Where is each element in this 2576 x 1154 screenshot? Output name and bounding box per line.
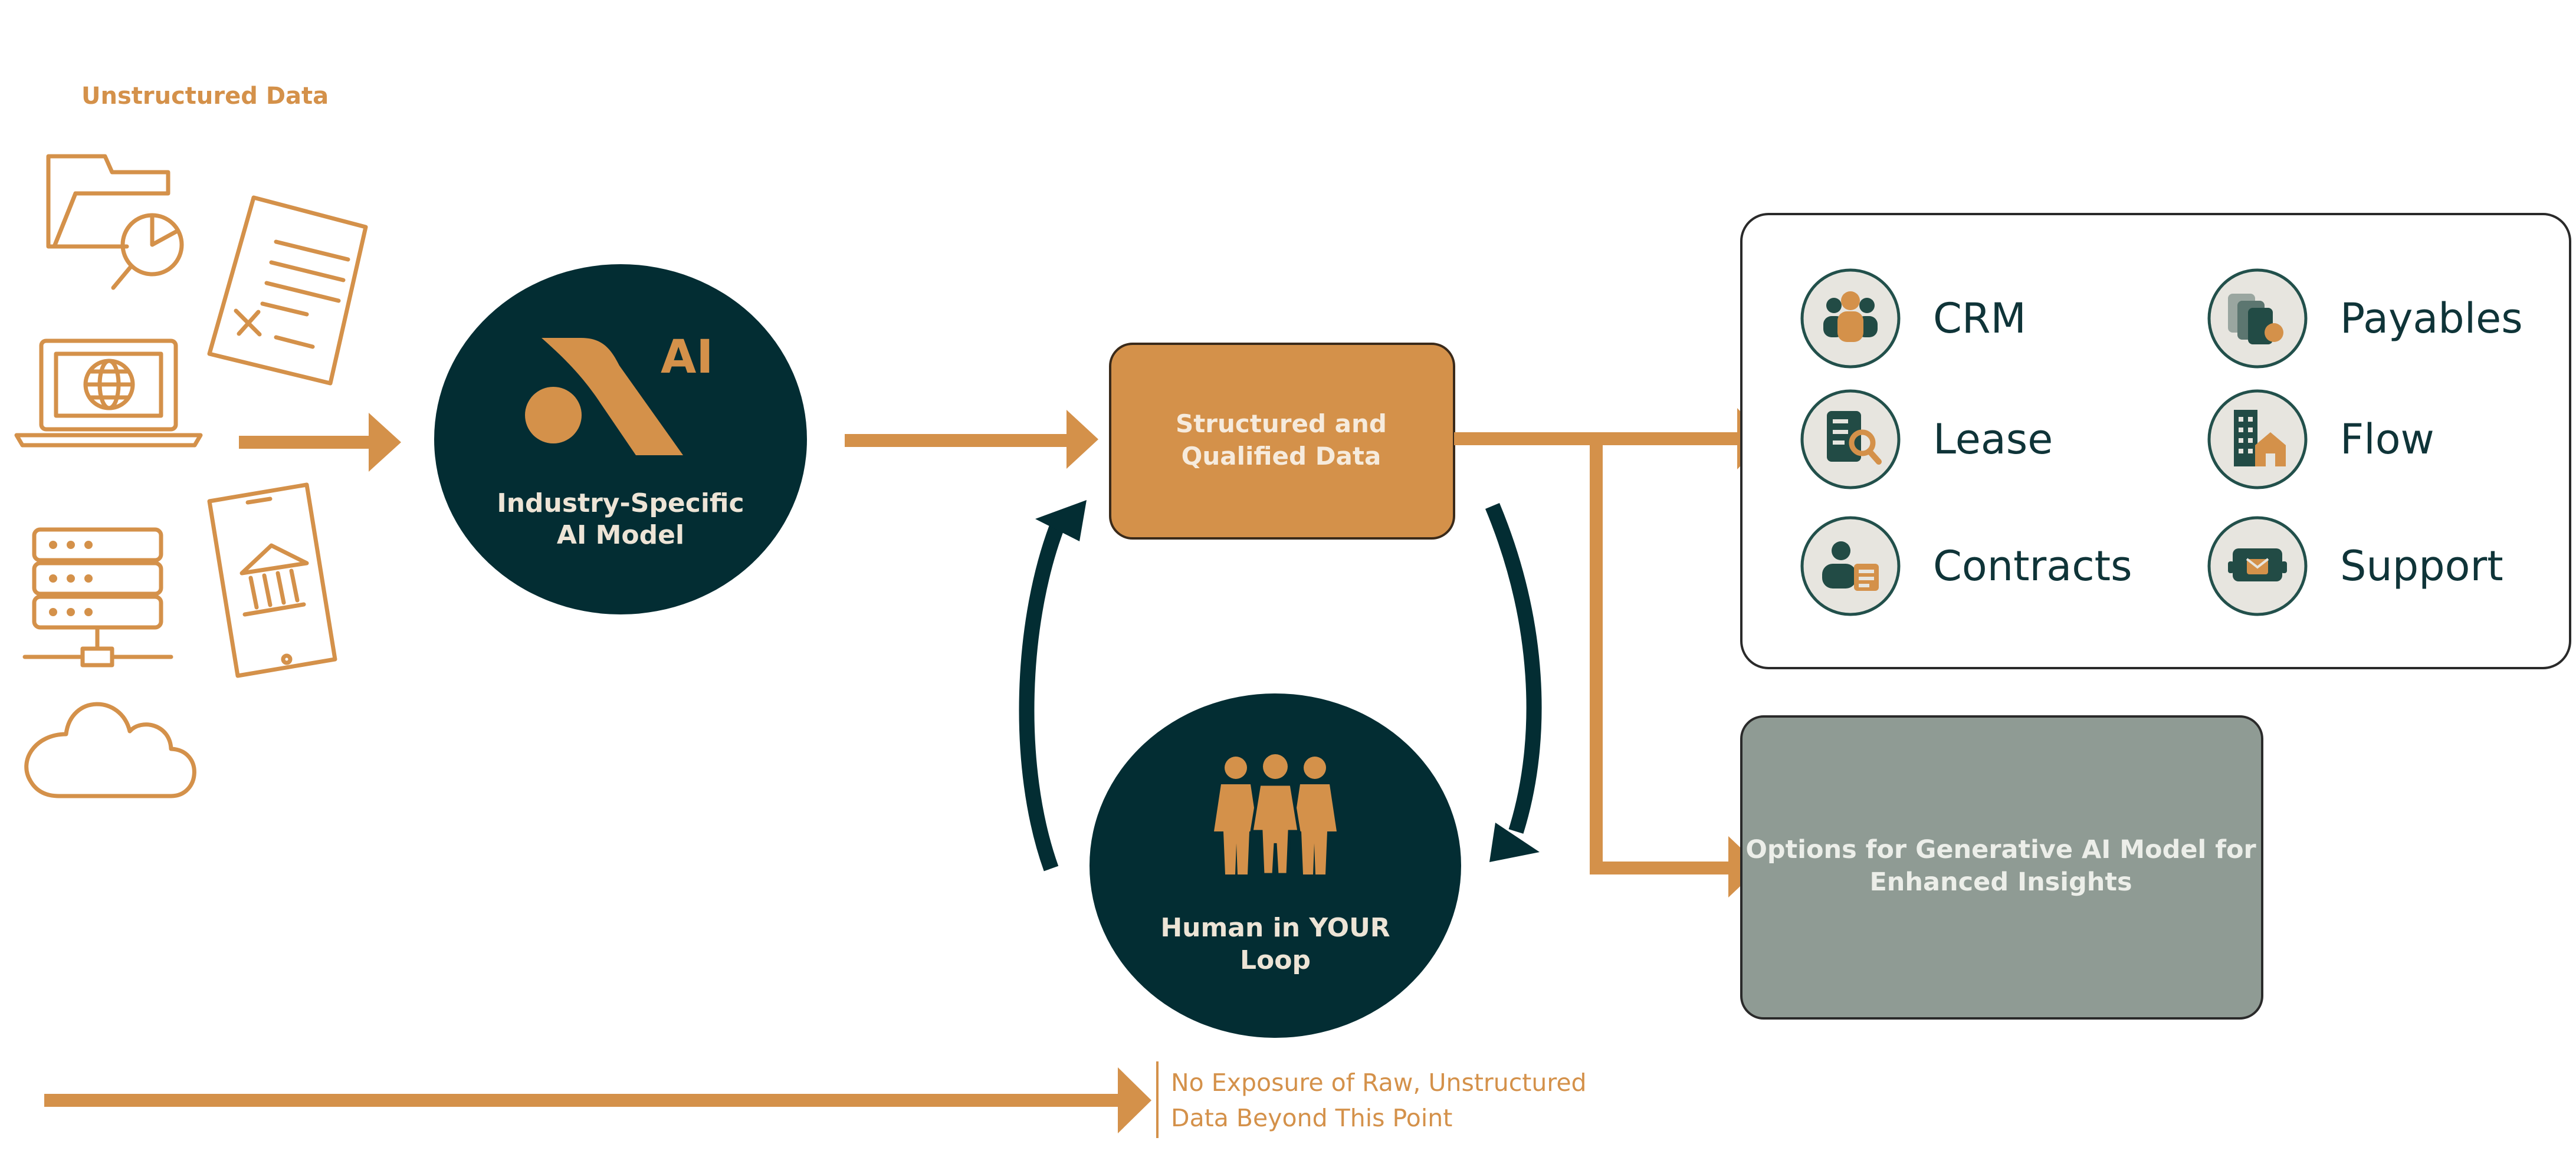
people-icon [1214,754,1337,876]
ai-badge: AI [661,331,713,384]
support-icon [2228,548,2287,581]
human-loop-node: Human in YOUR Loop [1090,693,1461,1038]
folder-search-icon [46,154,184,290]
app-label: Contracts [1933,542,2132,590]
app-item-lease: Lease [1800,389,2053,489]
structured-label-line2: Qualified Data [1182,442,1381,471]
lease-icon [1827,411,1882,465]
payables-icon [2228,294,2283,344]
ai-model-node: AI Industry-Specific AI Model [434,264,807,614]
boundary-note-line1: No Exposure of Raw, Unstructured [1171,1068,1587,1097]
generative-ai-node: Options for Generative AI Model for Enha… [1740,715,2263,1020]
app-label: Lease [1933,415,2053,463]
flow-icon [2234,410,2286,466]
app-label: Support [2340,542,2503,590]
generative-label-line2: Enhanced Insights [1869,867,2132,897]
feedback-loop-arrows [1019,500,1542,872]
app-label: Payables [2340,294,2523,343]
human-label-line1: Human in YOUR [1160,913,1390,943]
contracts-icon [1822,541,1879,591]
arrow-ai-to-structured [845,410,1098,469]
tablet-bank-icon [207,482,337,678]
laptop-globe-icon [14,338,203,448]
ai-model-label-line2: AI Model [557,520,684,550]
unstructured-data-heading: Unstructured Data [81,83,329,110]
app-item-payables: Payables [2207,268,2523,369]
app-item-support: Support [2207,516,2503,616]
raw-data-boundary-arrow [44,1061,1159,1138]
generative-label-line1: Options for Generative AI Model for [1745,835,2256,864]
crm-icon [1823,291,1878,342]
brand-logo-icon [525,338,683,455]
human-label-line2: Loop [1240,945,1311,975]
branch-connectors [1454,408,1767,897]
app-item-flow: Flow [2207,389,2434,489]
app-item-crm: CRM [1800,268,2026,369]
ai-model-label-line1: Industry-Specific [497,488,744,518]
app-item-contracts: Contracts [1800,516,2132,616]
source-icons [14,154,368,798]
boundary-note-line2: Data Beyond This Point [1171,1104,1452,1132]
app-label: Flow [2340,415,2434,463]
app-label: CRM [1933,294,2026,343]
arrow-sources-to-ai [239,413,401,472]
document-icon [207,195,368,386]
cloud-icon [24,702,196,798]
structured-data-node: Structured and Qualified Data [1109,343,1455,540]
structured-label-line1: Structured and [1176,409,1387,438]
server-icon [22,527,173,668]
